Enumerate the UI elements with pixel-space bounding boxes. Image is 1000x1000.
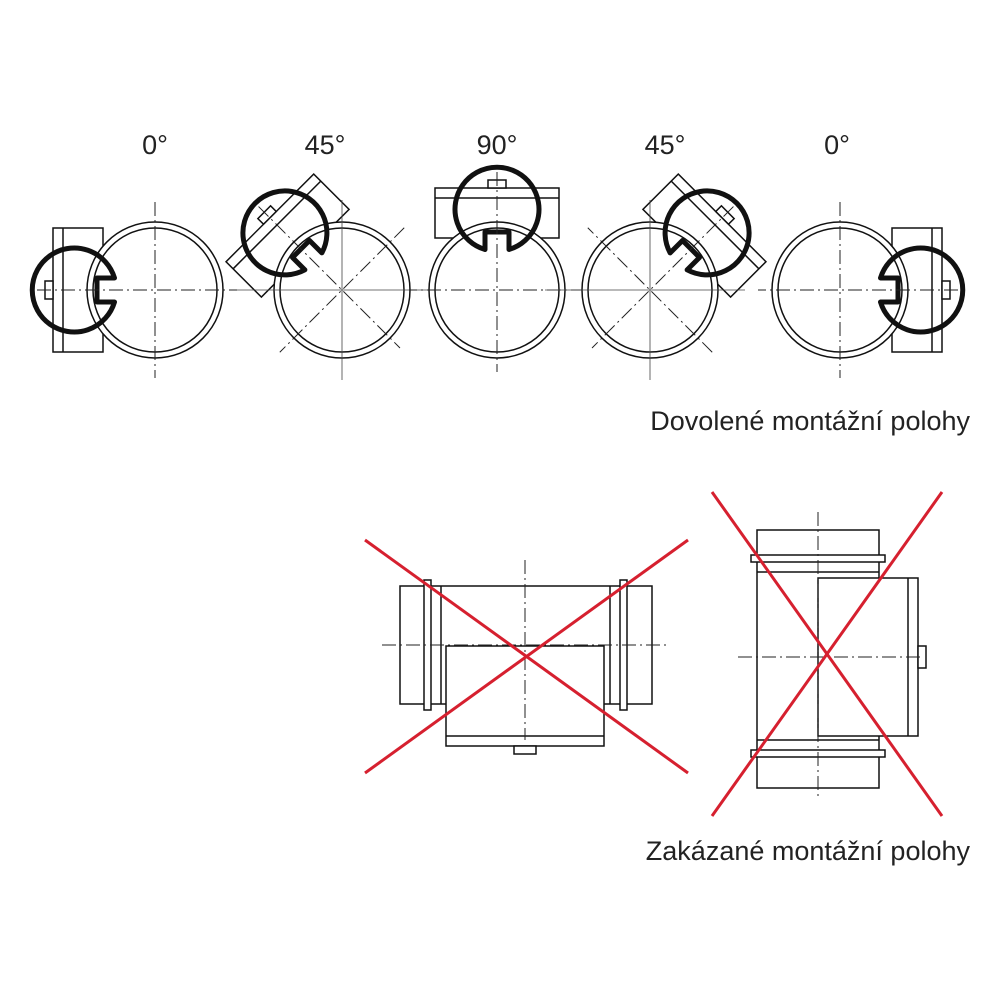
angle-label-45-right: 45°: [645, 130, 686, 160]
angle-label-0-right: 0°: [824, 130, 850, 160]
angle-label-0-left: 0°: [142, 130, 168, 160]
forbidden-caption: Zakázané montážní polohy: [646, 836, 971, 866]
mounting-unit-0-left: [32, 202, 237, 378]
forbidden-cross-stroke: [710, 491, 944, 817]
allowed-positions: 0° 45° 90° 45° 0° Dovolené montážní: [32, 130, 970, 436]
forbidden-unit-vertical: [710, 491, 944, 817]
mounting-unit-45-right: [530, 141, 799, 410]
mounting-unit-0-right: [758, 202, 963, 378]
forbidden-cross-stroke: [364, 538, 689, 775]
allowed-caption: Dovolené montážní polohy: [650, 406, 970, 436]
forbidden-positions: Zakázané montážní polohy: [364, 491, 971, 866]
mounting-unit-90: [409, 167, 585, 372]
mounting-unit-45-left: [193, 141, 462, 410]
forbidden-unit-horizontal: [364, 538, 689, 775]
angle-label-45-left: 45°: [305, 130, 346, 160]
angle-label-90: 90°: [477, 130, 518, 160]
